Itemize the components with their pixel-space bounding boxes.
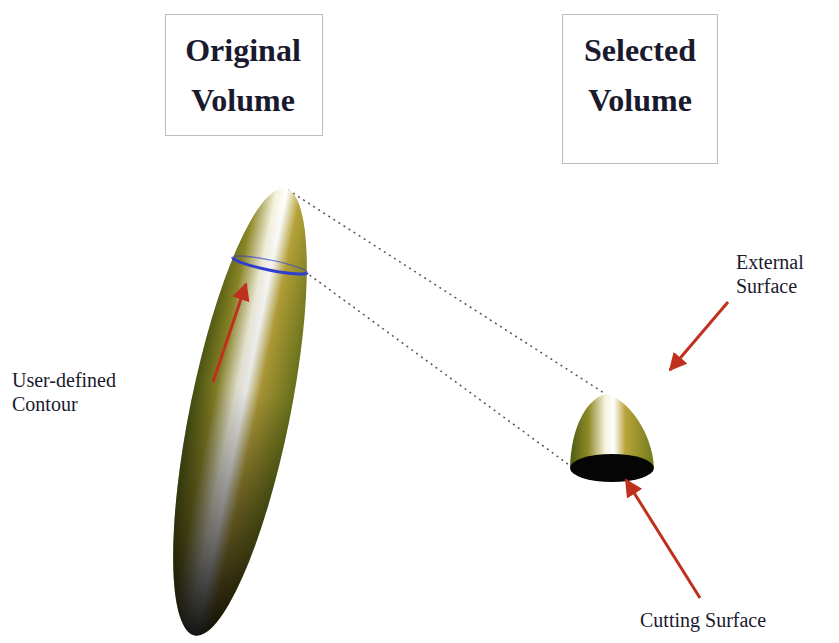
callout-label: Cutting Surface [640,608,830,632]
title-box: Selected Volume [562,14,718,164]
original-ellipsoid [146,179,335,643]
box-title: Original Volume [178,25,308,125]
callout-label: User-defined Contour [12,368,137,416]
cutting-surface [570,454,654,482]
projection-line [288,190,604,393]
callout-label: External Surface [736,250,831,298]
selected-cap [570,394,654,482]
title-box: Original Volume [165,14,323,136]
projection-line [300,268,576,470]
pointer-arrow [670,302,728,370]
pointer-arrow [626,480,700,598]
pointer-arrow [213,284,246,382]
box-title: Selected Volume [575,25,705,125]
